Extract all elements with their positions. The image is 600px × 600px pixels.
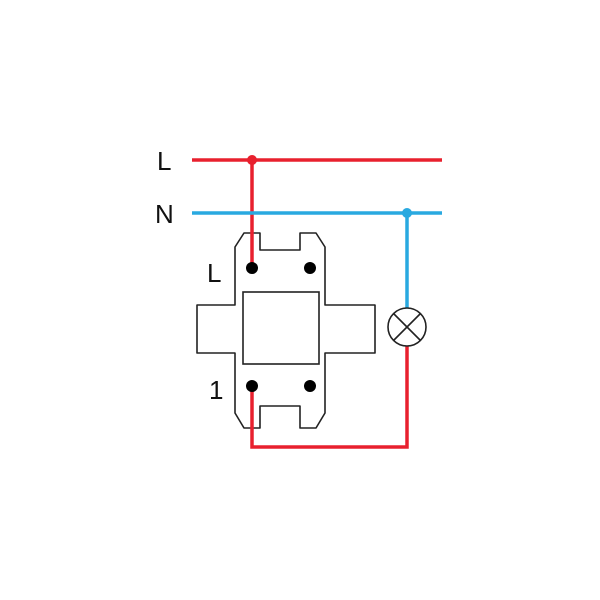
terminal-1-label: 1 bbox=[209, 375, 224, 405]
neutral-junction bbox=[402, 208, 412, 218]
lamp-icon bbox=[387, 307, 427, 347]
line-junction bbox=[247, 155, 257, 165]
terminal-l bbox=[246, 262, 258, 274]
line-label: L bbox=[157, 146, 172, 176]
switch-rocker bbox=[242, 291, 320, 365]
switched-wire bbox=[250, 346, 409, 449]
neutral-label: N bbox=[155, 199, 174, 229]
terminal-l-aux bbox=[304, 262, 316, 274]
switch-body bbox=[196, 232, 376, 429]
terminal-1-aux bbox=[304, 380, 316, 392]
terminal-l-label: L bbox=[207, 258, 222, 288]
terminal-1 bbox=[246, 380, 258, 392]
